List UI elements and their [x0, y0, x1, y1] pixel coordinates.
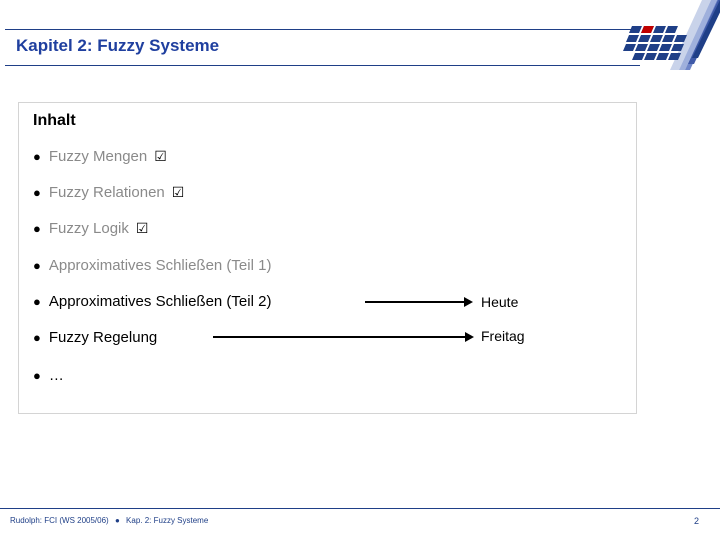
header-rule-bottom — [5, 65, 640, 66]
arrow-head-heute — [464, 297, 473, 307]
agenda-item-label: Fuzzy Regelung — [48, 329, 158, 346]
agenda-item-label: Fuzzy Logik — [48, 220, 129, 237]
footer-rule — [0, 508, 720, 509]
agenda-item-ellipsis[interactable]: ● … — [33, 367, 64, 384]
agenda-item-fuzzy-mengen[interactable]: ● Fuzzy Mengen ☑ — [33, 148, 167, 165]
footer-text: Rudolph: FCI (WS 2005/06) ● Kap. 2: Fuzz… — [10, 516, 208, 525]
bullet-icon: ● — [33, 185, 41, 200]
agenda-item-fuzzy-regelung[interactable]: ● Fuzzy Regelung — [33, 329, 157, 346]
tu-dortmund-logo — [618, 0, 720, 70]
bullet-icon: ● — [33, 258, 41, 273]
page-number: 2 — [694, 516, 700, 526]
annotation-heute: Heute — [481, 294, 519, 310]
agenda-item-label: Approximatives Schließen (Teil 1) — [48, 257, 272, 274]
content-panel — [18, 102, 637, 414]
page-title: Kapitel 2: Fuzzy Systeme — [16, 36, 220, 55]
bullet-icon: ● — [33, 294, 41, 309]
footer-separator-icon: ● — [114, 516, 120, 525]
annotation-freitag: Freitag — [481, 328, 525, 344]
bullet-icon: ● — [33, 149, 41, 164]
arrow-line-heute — [365, 301, 465, 303]
footer-chapter: Kap. 2: Fuzzy Systeme — [126, 516, 209, 525]
agenda-item-fuzzy-logik[interactable]: ● Fuzzy Logik ☑ — [33, 220, 148, 237]
agenda-item-fuzzy-relationen[interactable]: ● Fuzzy Relationen ☑ — [33, 184, 184, 201]
agenda-item-label: Fuzzy Mengen — [48, 148, 148, 165]
checkbox-checked-icon: ☑ — [171, 184, 185, 200]
agenda-item-label: Fuzzy Relationen — [48, 184, 165, 201]
agenda-item-approx-schliessen-teil-1[interactable]: ● Approximatives Schließen (Teil 1) — [33, 257, 271, 274]
arrow-head-freitag — [465, 332, 474, 342]
header-rule-top — [5, 29, 640, 30]
agenda-item-label: … — [48, 367, 64, 384]
bullet-icon: ● — [33, 221, 41, 236]
agenda-item-approx-schliessen-teil-2[interactable]: ● Approximatives Schließen (Teil 2) — [33, 293, 271, 310]
bullet-icon: ● — [33, 368, 41, 383]
checkbox-checked-icon: ☑ — [154, 148, 167, 164]
bullet-icon: ● — [33, 330, 41, 345]
content-heading: Inhalt — [33, 112, 76, 129]
footer-author-course: Rudolph: FCI (WS 2005/06) — [10, 516, 109, 525]
checkbox-checked-icon: ☑ — [135, 220, 149, 236]
arrow-line-freitag — [213, 336, 466, 338]
agenda-item-label: Approximatives Schließen (Teil 2) — [48, 293, 272, 310]
